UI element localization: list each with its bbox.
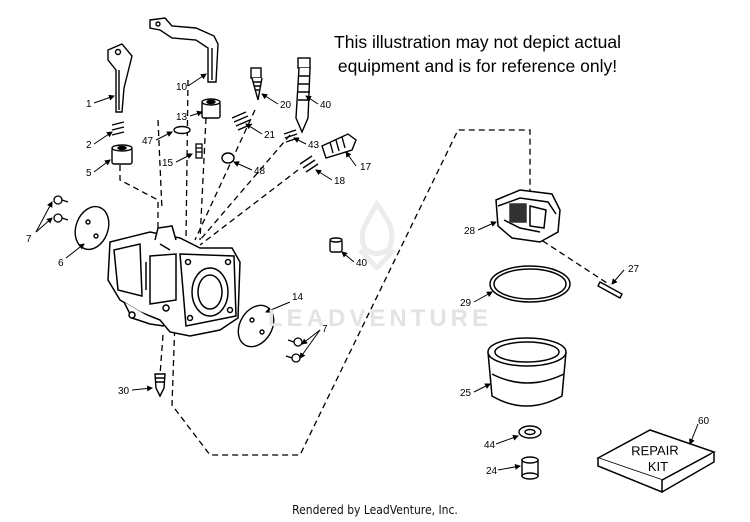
carburetor-body <box>107 225 241 337</box>
callout-2: 2 <box>86 140 92 151</box>
spring-part-43 <box>283 129 299 143</box>
watermark-text: LEADVENTURE <box>268 305 493 332</box>
float-bowl-part-25 <box>487 337 567 407</box>
float-part-28 <box>495 189 561 243</box>
washer-part-44 <box>518 425 542 439</box>
reference-notice-line2: equipment and is for reference only! <box>337 56 618 76</box>
throttle-plate-part-14 <box>237 304 275 348</box>
needle-part-40-top <box>295 57 311 134</box>
callout-40-middle: 40 <box>356 258 368 269</box>
callout-48: 48 <box>254 166 266 177</box>
callout-7-right: 7 <box>322 324 328 335</box>
throttle-shaft-part-1 <box>107 43 133 113</box>
callout-24: 24 <box>486 466 498 477</box>
float-pin-part-27 <box>597 281 623 299</box>
screw-part-20 <box>250 67 263 101</box>
repair-kit-line1: REPAIR <box>631 443 679 459</box>
gasket-part-29 <box>489 265 571 303</box>
repair-kit-box <box>596 429 716 494</box>
callout-29: 29 <box>460 298 472 309</box>
callout-10: 10 <box>176 82 188 93</box>
spring-part-2 <box>111 121 125 136</box>
repair-kit-line2: KIT <box>648 459 668 474</box>
footer-credit: Rendered by LeadVenture, Inc. <box>292 503 458 517</box>
callout-13: 13 <box>176 112 188 123</box>
callout-17: 17 <box>360 162 372 173</box>
choke-plate-part-6 <box>74 205 110 251</box>
callout-27: 27 <box>628 264 640 275</box>
callout-14: 14 <box>292 292 304 303</box>
pin-part-15 <box>195 143 203 159</box>
callout-28: 28 <box>464 226 476 237</box>
bowl-nut-part-24 <box>521 456 539 480</box>
screws-part-7-right <box>285 337 303 363</box>
callout-30: 30 <box>118 386 130 397</box>
callout-18: 18 <box>334 176 346 187</box>
callout-44: 44 <box>484 440 496 451</box>
callout-1: 1 <box>86 99 92 110</box>
washer-part-47 <box>173 125 191 135</box>
callout-60: 60 <box>698 416 710 427</box>
callout-7-left: 7 <box>26 234 32 245</box>
plug-part-40-middle <box>329 237 343 253</box>
callout-20: 20 <box>280 100 292 111</box>
callout-43: 43 <box>308 140 320 151</box>
spring-part-18 <box>299 155 319 173</box>
idle-screw-part-30 <box>154 373 166 398</box>
callout-25: 25 <box>460 388 472 399</box>
screws-part-7-left <box>53 195 69 223</box>
watermark-logo-icon <box>352 199 402 275</box>
screw-part-17 <box>321 133 357 159</box>
washer-part-48 <box>221 152 235 164</box>
callout-21: 21 <box>264 130 276 141</box>
spring-part-21 <box>231 111 253 131</box>
choke-shaft-part-10 <box>149 17 219 83</box>
callout-6: 6 <box>58 258 64 269</box>
bushing-part-13 <box>201 98 221 119</box>
callout-40-top: 40 <box>320 100 332 111</box>
reference-notice-line1: This illustration may not depict actual <box>334 32 621 52</box>
callout-15: 15 <box>162 158 174 169</box>
callout-5: 5 <box>86 168 92 179</box>
reference-notice: This illustration may not depict actual … <box>305 30 650 78</box>
leader-lines <box>35 73 699 471</box>
bushing-part-5 <box>111 144 133 165</box>
callout-47: 47 <box>142 136 154 147</box>
assembly-dashed-lines <box>119 79 611 456</box>
